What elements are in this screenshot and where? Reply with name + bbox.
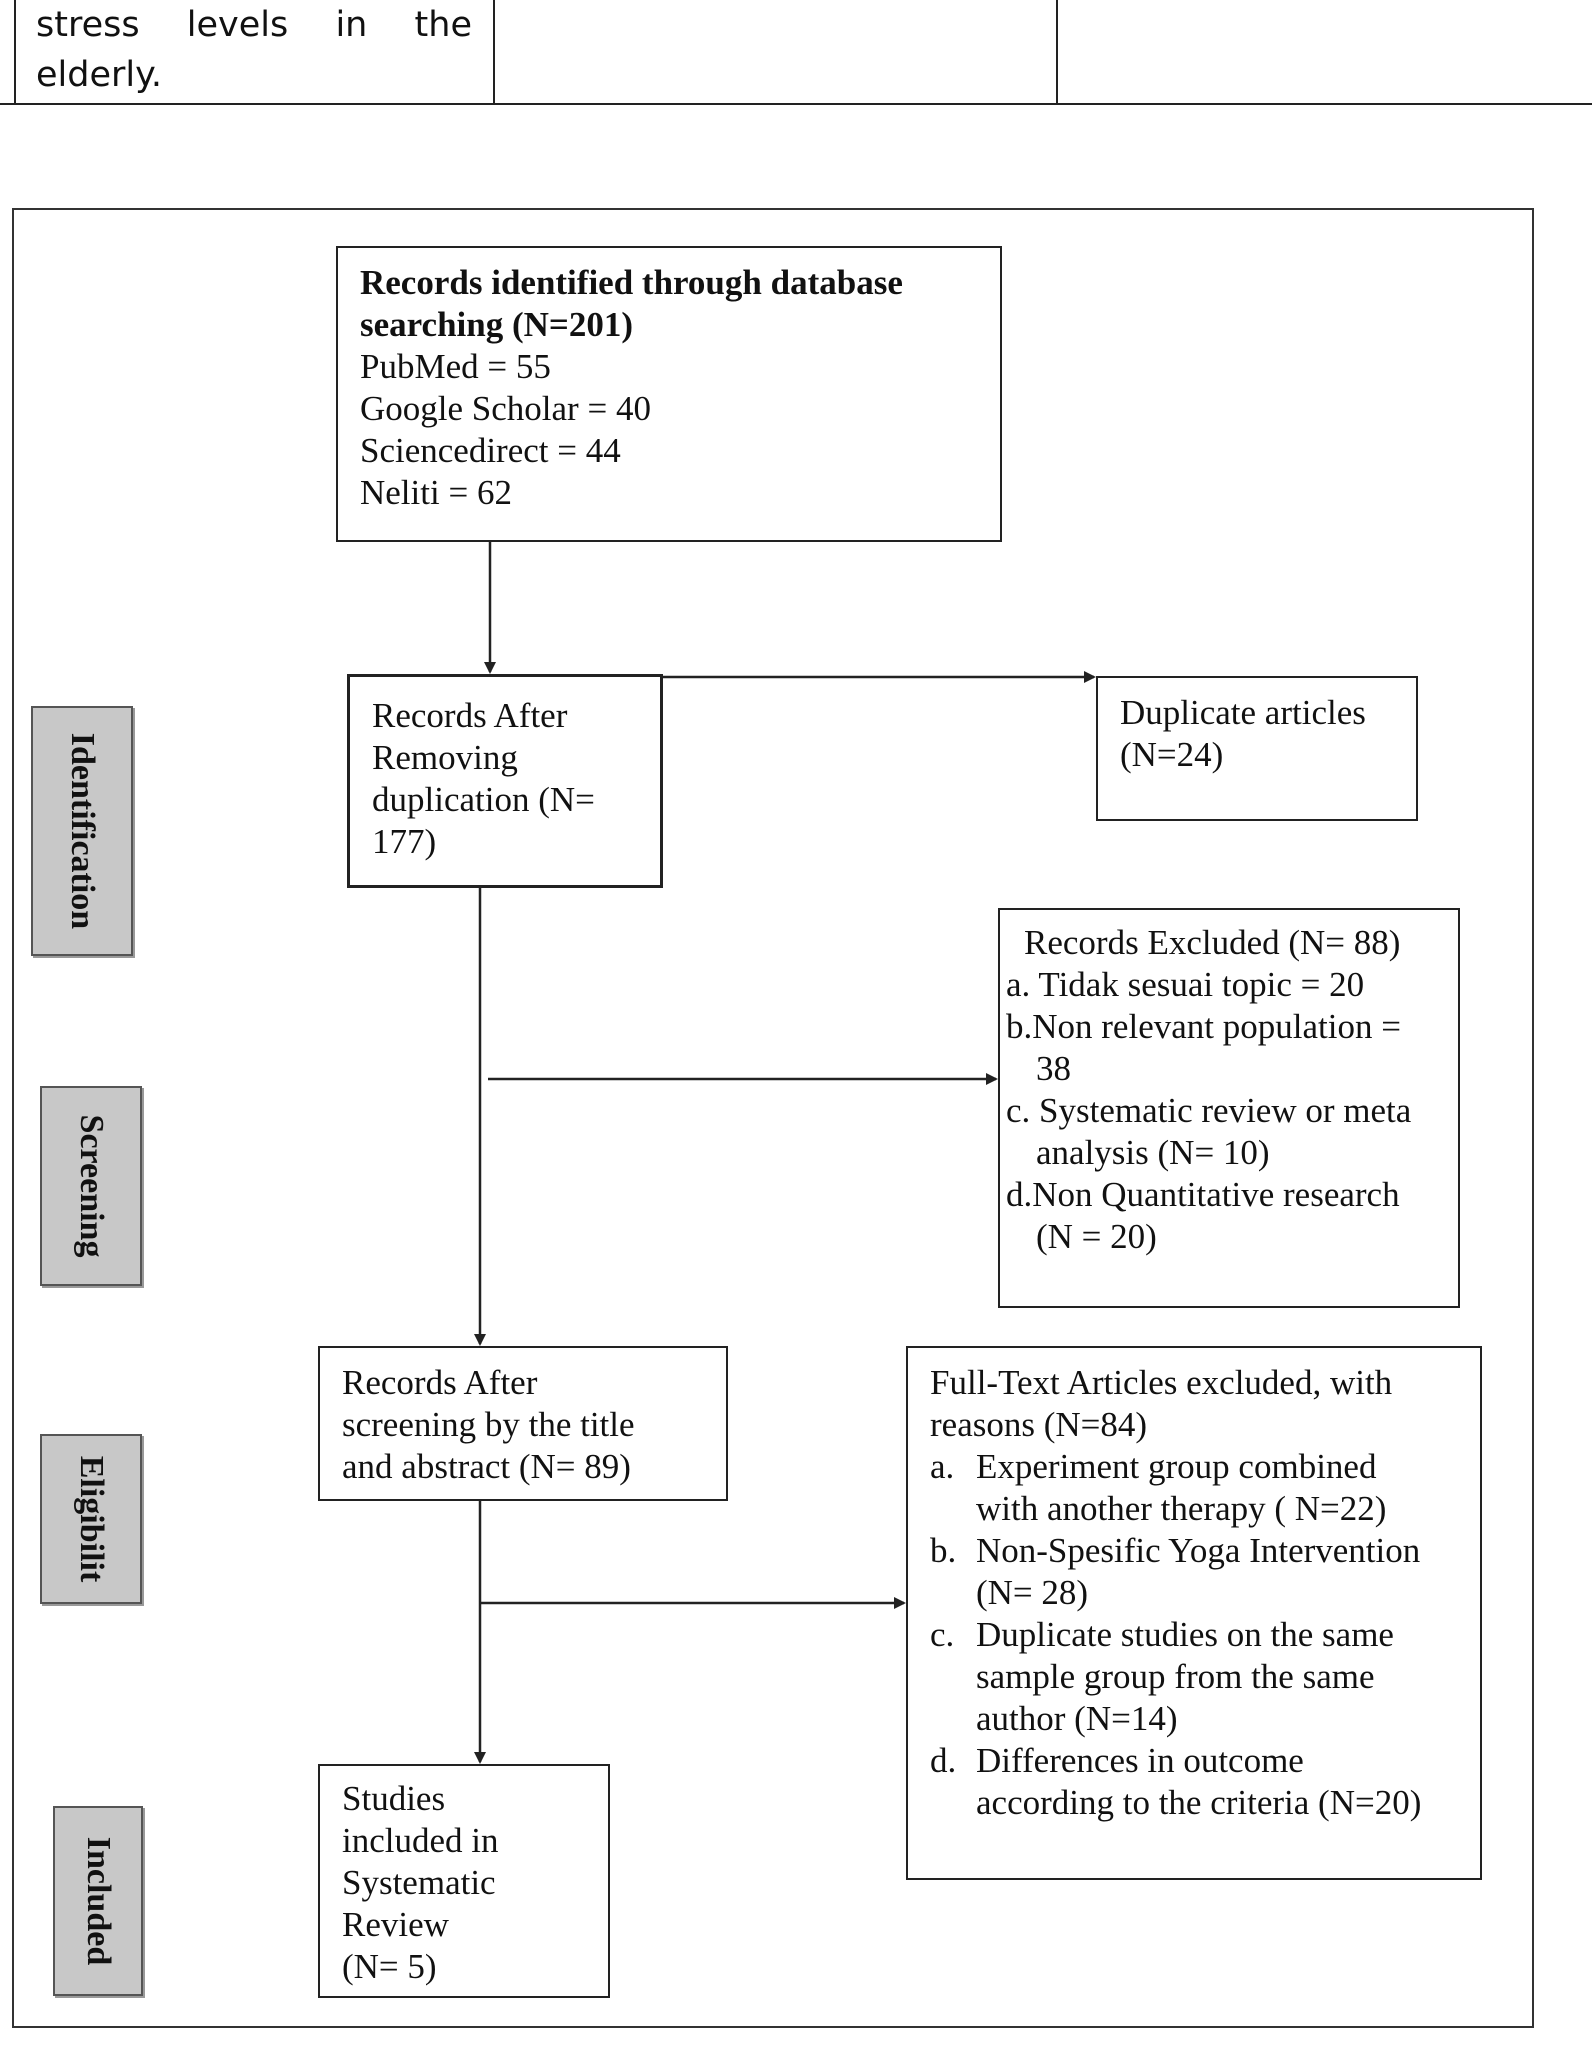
box-duplicate-articles: Duplicate articles (N=24) (1096, 676, 1418, 821)
fulltext-item-a-line2: with another therapy ( N=22) (976, 1489, 1387, 1528)
table-bottom-rule (0, 103, 1592, 105)
records-excluded-item-d-marker: d. (1006, 1175, 1033, 1214)
fulltext-item-d-marker: d. (930, 1741, 957, 1780)
after-dedup-line1: Records After (372, 696, 568, 735)
after-screening-line1: Records After (342, 1363, 538, 1402)
after-screening-line3: and abstract (N= 89) (342, 1447, 631, 1486)
records-excluded-item-d: d.Non Quantitative research (1006, 1174, 1448, 1216)
box-after-screening: Records After screening by the title and… (318, 1346, 728, 1501)
fulltext-item-c-line3: author (N=14) (976, 1699, 1178, 1738)
fulltext-item-c-marker: c. (930, 1615, 955, 1654)
stage-screening: Screening (40, 1086, 142, 1286)
records-excluded-item-c-marker: c. (1006, 1091, 1031, 1130)
fulltext-item-c-line1: Duplicate studies on the same (976, 1615, 1394, 1654)
records-excluded-item-c-text: Systematic review or meta (1039, 1091, 1412, 1130)
box-records-identified: Records identified through database sear… (336, 246, 1002, 542)
fulltext-item-a-line1: Experiment group combined (976, 1447, 1377, 1486)
fulltext-item-d-line2: according to the criteria (N=20) (976, 1783, 1422, 1822)
duplicates-line2: (N=24) (1120, 735, 1224, 774)
fulltext-item-d-line1: Differences in outcome (976, 1741, 1304, 1780)
identified-source-pubmed: PubMed = 55 (360, 347, 551, 386)
fulltext-item-a-marker: a. (930, 1447, 955, 1486)
table-cell-line-1: stress levels in the (36, 5, 472, 45)
records-excluded-item-c-cont: analysis (N= 10) (1036, 1133, 1270, 1172)
fulltext-title-line2: reasons (N=84) (930, 1405, 1148, 1444)
after-screening-line2: screening by the title (342, 1405, 635, 1444)
flow-diagram-frame (12, 208, 1534, 2028)
fulltext-title-line1: Full-Text Articles excluded, with (930, 1363, 1393, 1402)
included-line4: Review (342, 1905, 449, 1944)
stage-included: Included (53, 1806, 143, 1996)
duplicates-line1: Duplicate articles (1120, 693, 1366, 732)
records-excluded-item-a-marker: a. (1006, 965, 1031, 1004)
table-border-left (14, 0, 16, 105)
records-excluded-item-b-text: Non relevant population = (1032, 1007, 1401, 1046)
box-records-excluded: Records Excluded (N= 88) a. Tidak sesuai… (998, 908, 1460, 1308)
included-line2: included in (342, 1821, 499, 1860)
box-fulltext-excluded: Full-Text Articles excluded, with reason… (906, 1346, 1482, 1880)
stage-eligibility: Eligibilit (40, 1434, 142, 1604)
box-after-dedup: Records After Removing duplication (N= 1… (347, 674, 663, 888)
table-border-col1 (493, 0, 495, 105)
fulltext-item-c-line2: sample group from the same (976, 1657, 1375, 1696)
table-cell-line-2: elderly. (36, 55, 162, 95)
after-dedup-line4: 177) (372, 822, 437, 861)
identified-source-sciencedirect: Sciencedirect = 44 (360, 431, 621, 470)
identified-source-google-scholar: Google Scholar = 40 (360, 389, 651, 428)
records-excluded-item-b-marker: b. (1006, 1007, 1033, 1046)
records-excluded-item-b: b.Non relevant population = (1006, 1006, 1448, 1048)
included-line1: Studies (342, 1779, 446, 1818)
fulltext-item-b-marker: b. (930, 1531, 957, 1570)
included-line5: (N= 5) (342, 1947, 437, 1986)
table-cell-text: stress levels in the elderly. (36, 0, 472, 100)
box-studies-included: Studies included in Systematic Review (N… (318, 1764, 610, 1998)
fulltext-item-b: b. Non-Spesific Yoga Intervention (930, 1530, 1470, 1572)
records-excluded-item-a: a. Tidak sesuai topic = 20 (1006, 964, 1448, 1006)
records-excluded-title: Records Excluded (N= 88) (1024, 923, 1401, 962)
included-line3: Systematic (342, 1863, 496, 1902)
records-excluded-item-c: c. Systematic review or meta (1006, 1090, 1448, 1132)
stage-identification: Identification (31, 706, 133, 956)
identified-source-neliti: Neliti = 62 (360, 473, 512, 512)
fulltext-item-d: d. Differences in outcome (930, 1740, 1470, 1782)
records-excluded-item-d-text: Non Quantitative research (1032, 1175, 1400, 1214)
table-border-col2 (1056, 0, 1058, 105)
identified-title-line2: searching (N=201) (360, 305, 634, 344)
after-dedup-line3: duplication (N= (372, 780, 595, 819)
after-dedup-line2: Removing (372, 738, 518, 777)
identified-title-line1: Records identified through database (360, 263, 903, 302)
fulltext-item-a: a. Experiment group combined (930, 1446, 1470, 1488)
fulltext-item-b-line1: Non-Spesific Yoga Intervention (976, 1531, 1421, 1570)
fulltext-item-c: c. Duplicate studies on the same (930, 1614, 1470, 1656)
fulltext-item-b-line2: (N= 28) (976, 1573, 1089, 1612)
records-excluded-item-d-cont: (N = 20) (1036, 1217, 1157, 1256)
records-excluded-item-b-cont: 38 (1036, 1049, 1071, 1088)
records-excluded-item-a-text: Tidak sesuai topic = 20 (1038, 965, 1365, 1004)
